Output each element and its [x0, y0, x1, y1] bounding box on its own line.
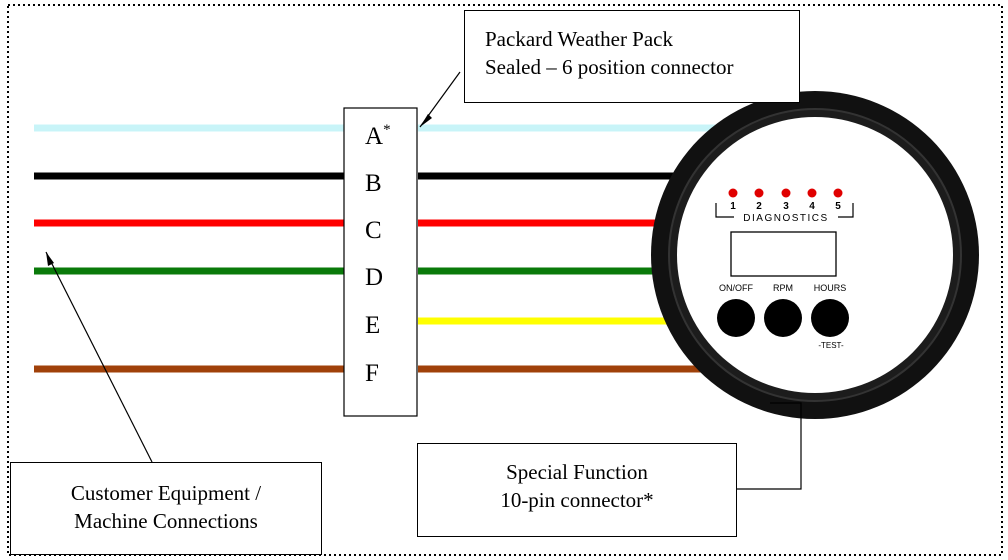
diagnostic-led-icon: [728, 188, 738, 198]
hours-button-label: HOURS: [814, 283, 847, 293]
diagnostic-led-number: 2: [756, 201, 762, 212]
customer-equipment-callout: Customer Equipment / Machine Connections: [10, 462, 322, 555]
pin-label-b: B: [365, 170, 382, 197]
special-function-leader: [737, 402, 802, 490]
test-label: -TEST-: [818, 341, 844, 350]
weather-pack-callout-line1: Packard Weather Pack: [485, 27, 674, 51]
pin-a-asterisk: *: [383, 122, 391, 138]
lcd-display: [730, 231, 837, 277]
customer-leader: [45, 251, 153, 463]
diagnostic-led-number: 1: [730, 201, 736, 212]
diagnostic-led-icon: [781, 188, 791, 198]
hours-button[interactable]: [811, 299, 849, 337]
pin-label-e: E: [365, 312, 380, 339]
diagnostic-led-number: 4: [809, 201, 815, 212]
customer-arrow-icon: [46, 252, 54, 266]
customer-callout-line2: Machine Connections: [74, 509, 258, 533]
weather-pack-arrow-icon: [420, 114, 432, 127]
weather-pack-callout: Packard Weather Pack Sealed – 6 position…: [464, 10, 800, 103]
on-off-button[interactable]: [717, 299, 755, 337]
rpm-button-label: RPM: [773, 283, 793, 293]
dotted-frame: [7, 4, 1003, 556]
diagnostic-led-icon: [754, 188, 764, 198]
special-callout-line2: 10-pin connector*: [500, 488, 654, 512]
rpm-button[interactable]: [764, 299, 802, 337]
diagnostics-bracket: [715, 203, 854, 218]
special-callout-line1: Special Function: [506, 460, 648, 484]
on-off-button-label: ON/OFF: [719, 283, 753, 293]
diagnostic-led-number: 5: [835, 201, 841, 212]
pin-label-a: A*: [365, 122, 391, 150]
diagnostic-led-icon: [807, 188, 817, 198]
customer-callout-line1: Customer Equipment /: [70, 481, 262, 505]
diagnostic-led-number: 3: [783, 201, 789, 212]
pin-label-c: C: [365, 217, 382, 244]
gauge: 1 2 3 4 5 DIAGNOSTICS ON/OFF RPM HOURS -…: [651, 91, 979, 419]
diagnostic-led-icon: [833, 188, 843, 198]
weather-pack-callout-line2: Sealed – 6 position connector: [485, 55, 734, 79]
pin-label-f: F: [365, 360, 379, 387]
weather-pack-connector: [343, 107, 418, 417]
connector-pin-labels: A* B C D E F: [365, 122, 391, 387]
diagnostics-label: DIAGNOSTICS: [743, 213, 828, 224]
special-function-callout: Special Function 10-pin connector*: [417, 443, 737, 537]
pin-label-d: D: [365, 264, 383, 291]
